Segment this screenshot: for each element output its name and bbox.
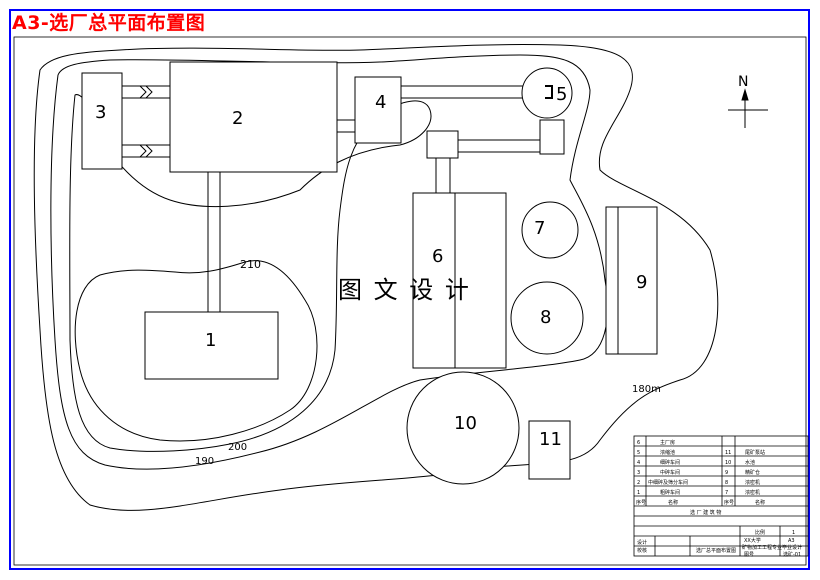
svg-text:中细碎及筛分车间: 中细碎及筛分车间: [648, 479, 688, 486]
building-5-base: [539, 119, 565, 155]
svg-text:校核: 校核: [637, 547, 647, 554]
label-1: 1: [205, 330, 216, 351]
building-labels: 1 2 3 4 5 6 7 8 9 10 11: [95, 84, 647, 450]
conveyor-arrows: [139, 85, 153, 158]
svg-text:11: 11: [725, 450, 731, 456]
svg-text:选 厂 建 筑 物: 选 厂 建 筑 物: [690, 509, 721, 516]
svg-text:精矿仓: 精矿仓: [745, 469, 760, 476]
svg-text:中碎车间: 中碎车间: [660, 469, 680, 476]
watermark: 图 文 设 计: [338, 276, 471, 304]
inner-frame: [13, 36, 807, 566]
svg-text:序号: 序号: [724, 499, 734, 506]
legend-text: 6 主厂房 5 浓缩池 11 尾矿泵站 4 细碎车间 10 水池 3 中碎车间 …: [636, 439, 802, 558]
contour-label-200: 200: [228, 442, 247, 453]
svg-text:细碎车间: 细碎车间: [660, 459, 680, 466]
svg-text:6: 6: [637, 440, 640, 446]
contour-lines: [33, 44, 719, 511]
thickener-inlet: [545, 85, 553, 99]
building-3: [81, 72, 123, 170]
svg-text:名称: 名称: [755, 499, 765, 506]
building-6: [412, 192, 507, 369]
svg-text:7: 7: [725, 490, 728, 496]
svg-text:A3: A3: [788, 538, 795, 544]
label-7: 7: [534, 218, 545, 239]
building-7: [521, 201, 579, 259]
drawing-border: [9, 9, 810, 570]
building-2: [169, 61, 338, 173]
svg-text:2: 2: [637, 480, 640, 486]
contour-label-190: 190: [195, 456, 214, 467]
junction-box: [426, 130, 459, 159]
svg-text:矿物加工工程专业毕业设计: 矿物加工工程专业毕业设计: [742, 544, 802, 551]
label-5: 5: [556, 84, 567, 105]
label-10: 10: [454, 413, 477, 434]
svg-text:浓缩池: 浓缩池: [660, 449, 675, 456]
svg-text:图号: 图号: [744, 552, 754, 558]
building-8: [510, 281, 584, 355]
svg-text:设计: 设计: [637, 539, 647, 546]
svg-text:1: 1: [637, 490, 640, 496]
legend-table: [633, 435, 809, 557]
svg-text:水池: 水池: [745, 459, 755, 466]
svg-text:浓密机: 浓密机: [745, 489, 760, 496]
svg-text:5: 5: [637, 450, 640, 456]
building-9: [605, 206, 658, 355]
building-5: [521, 67, 573, 119]
svg-text:1: 1: [792, 530, 795, 536]
north-arrow: [728, 88, 768, 128]
svg-text:粗碎车间: 粗碎车间: [660, 489, 680, 496]
building-11: [528, 420, 571, 480]
svg-text:8: 8: [725, 480, 728, 486]
svg-text:9: 9: [725, 470, 728, 476]
svg-text:浓密机: 浓密机: [745, 479, 760, 486]
north-label: N: [738, 74, 748, 90]
page-title: A3-选厂总平面布置图: [12, 12, 206, 34]
svg-text:选厂总平面布置图: 选厂总平面布置图: [696, 547, 736, 554]
svg-text:序号: 序号: [636, 499, 646, 506]
svg-text:名称: 名称: [668, 499, 678, 506]
building-1: [144, 311, 279, 380]
contour-label-180: 180m: [632, 384, 661, 395]
contour-180: [33, 44, 719, 511]
label-3: 3: [95, 102, 106, 123]
contour-210: [74, 260, 318, 442]
label-6: 6: [432, 246, 443, 267]
label-4: 4: [375, 92, 386, 113]
contour-190: [50, 54, 609, 470]
svg-text:选矿-01: 选矿-01: [783, 551, 801, 558]
svg-text:XX大学: XX大学: [744, 537, 761, 544]
building-10: [406, 371, 520, 485]
building-4: [354, 76, 402, 144]
svg-text:比例: 比例: [755, 529, 765, 536]
svg-text:10: 10: [725, 460, 731, 466]
contour-200: [69, 94, 432, 452]
svg-text:4: 4: [637, 460, 640, 466]
svg-text:3: 3: [637, 470, 640, 476]
buildings: [81, 61, 658, 485]
label-11: 11: [539, 429, 562, 450]
label-8: 8: [540, 307, 551, 328]
label-2: 2: [232, 108, 243, 129]
svg-text:主厂房: 主厂房: [660, 439, 675, 446]
contour-label-210: 210: [240, 258, 261, 271]
svg-text:尾矿泵站: 尾矿泵站: [745, 449, 765, 456]
label-9: 9: [636, 272, 647, 293]
